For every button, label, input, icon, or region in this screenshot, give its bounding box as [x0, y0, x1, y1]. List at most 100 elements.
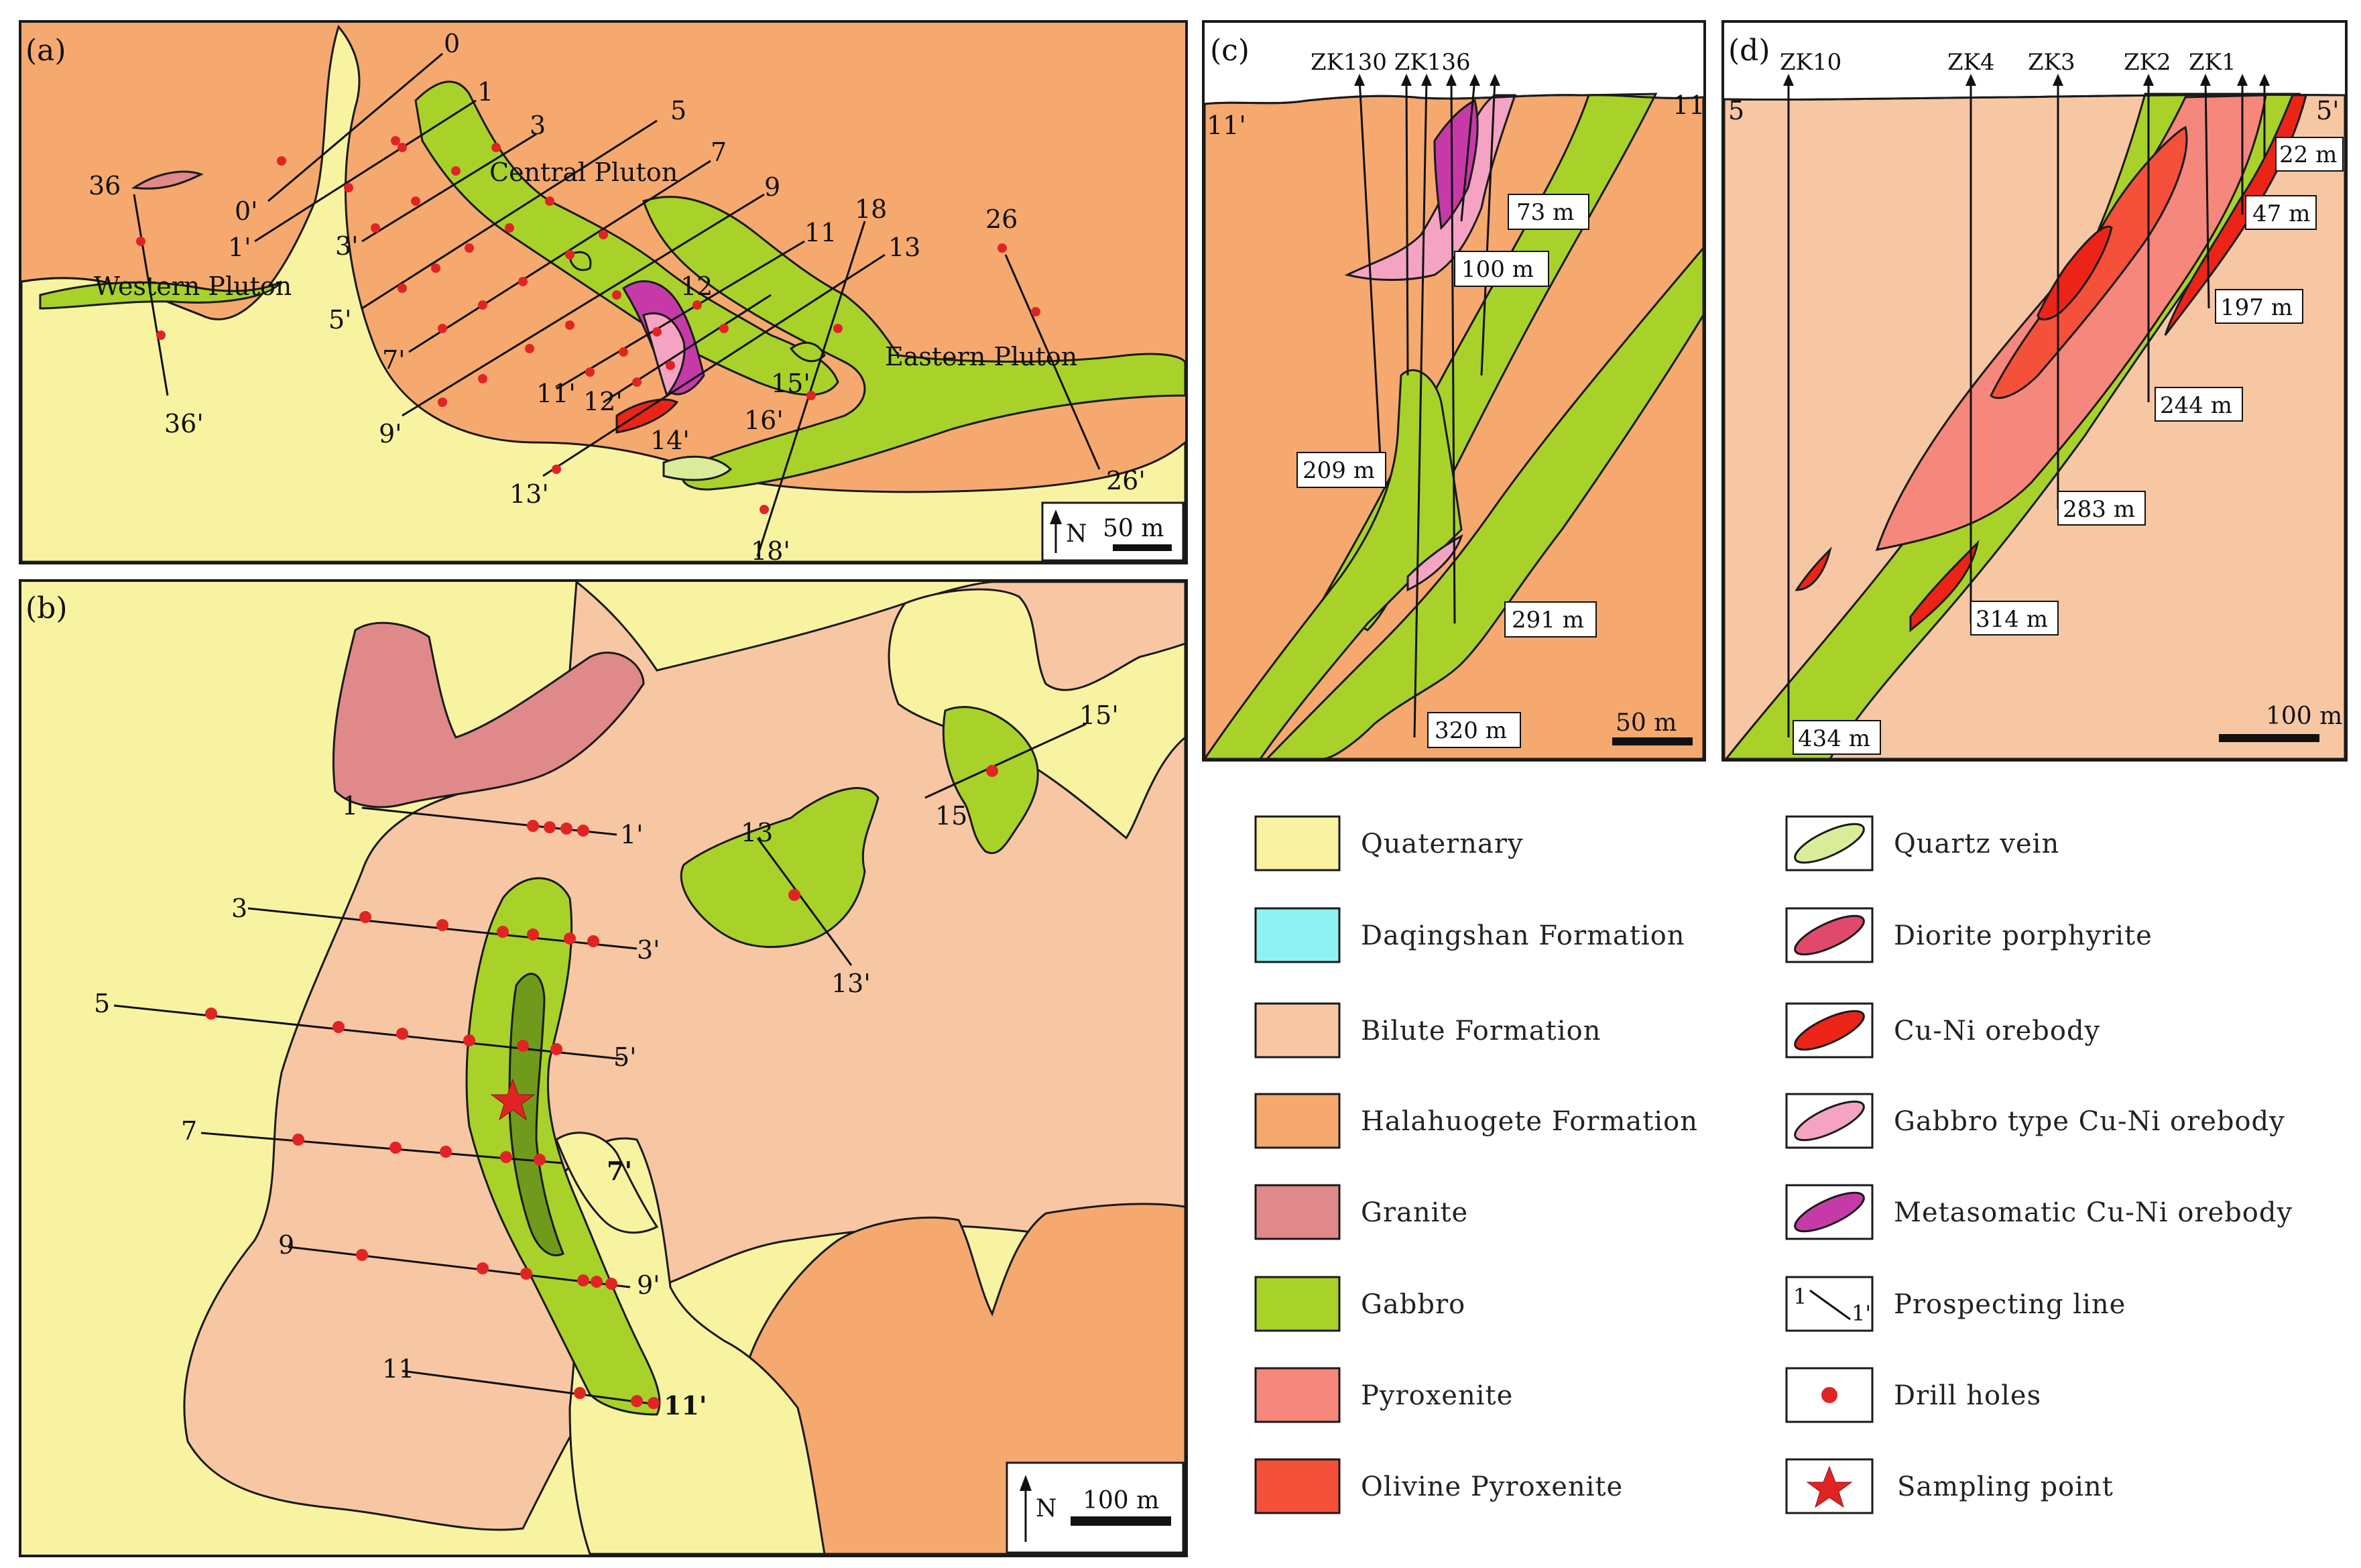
svg-text:7: 7: [711, 137, 727, 167]
legend-swatch-daqingshan: [1254, 907, 1341, 963]
panel-c-drillholes: [1358, 78, 1496, 738]
panel-a-gabbro-lens-1: [789, 341, 826, 363]
panel-b-line-labels: 1 1' 3 3' 5 5' 7 7' 9 9' 11 11' 13 13' 1…: [94, 701, 1119, 1421]
legend-icon-quartz-vein: [1794, 823, 1865, 864]
svg-text:47 m: 47 m: [2252, 200, 2310, 227]
legend-label-granite: Granite: [1361, 1197, 1468, 1228]
panel-a-drill-holes: [136, 136, 1040, 514]
svg-text:7': 7': [382, 345, 406, 375]
panel-d: (d) ZK10 ZK4 ZK3 ZK2 ZK1 5 5' 22 m 47 m …: [1721, 20, 2348, 762]
panel-d-hole-zk3: ZK3: [2028, 49, 2075, 76]
legend-icon-diorite: [1794, 914, 1865, 956]
panel-c-gabbro-3: [1203, 369, 1463, 760]
svg-text:18': 18': [751, 536, 790, 566]
panel-c-hole-arrows: [1354, 74, 1500, 86]
svg-text:314 m: 314 m: [1976, 606, 2048, 633]
svg-text:3: 3: [231, 894, 247, 923]
panel-c-scale: 50 m: [1612, 709, 1693, 745]
legend: Quaternary Daqingshan Formation Bilute F…: [1254, 815, 2293, 1514]
panel-c-holes: ZK130 ZK136: [1311, 49, 1471, 76]
legend-icon-prospecting-start: 1: [1793, 1284, 1807, 1309]
panel-c-scale-label: 50 m: [1616, 709, 1677, 737]
svg-text:3: 3: [530, 111, 546, 140]
panel-a-north-label: N: [1066, 520, 1087, 548]
svg-text:22 m: 22 m: [2279, 141, 2337, 168]
svg-text:11': 11': [536, 379, 576, 408]
panel-a-letter: (a): [25, 34, 66, 68]
svg-text:15: 15: [935, 801, 967, 831]
svg-text:3': 3': [637, 935, 660, 965]
panel-d-hole-zk2: ZK2: [2124, 49, 2171, 76]
panel-b-gabbro-15: [942, 706, 1039, 854]
legend-swatch-olivine-pyroxenite: [1254, 1458, 1341, 1514]
legend-label-cu-ni: Cu-Ni orebody: [1894, 1016, 2100, 1046]
svg-text:26: 26: [985, 204, 1018, 234]
legend-label-quaternary: Quaternary: [1361, 829, 1524, 859]
panel-d-hole-zk1: ZK1: [2189, 49, 2236, 76]
panel-c-letter: (c): [1210, 34, 1250, 68]
svg-text:15': 15': [1079, 701, 1119, 730]
panel-b-north-label: N: [1036, 1495, 1057, 1522]
svg-text:73 m: 73 m: [1516, 199, 1574, 226]
legend-icon-gabbro-type: [1794, 1100, 1865, 1142]
panel-a-scale-label: 50 m: [1103, 515, 1164, 542]
panel-a: (a) Western Pluton Central Pluton Easter…: [19, 20, 1188, 566]
svg-text:244 m: 244 m: [2160, 392, 2232, 419]
svg-text:36': 36': [164, 409, 204, 438]
svg-text:9': 9': [637, 1270, 660, 1300]
panel-a-ore-cu-ni: [615, 398, 679, 434]
svg-text:3': 3': [335, 231, 359, 261]
svg-text:18: 18: [855, 194, 887, 224]
legend-icon-metasomatic: [1794, 1191, 1865, 1233]
legend-label-gabbro: Gabbro: [1361, 1289, 1465, 1320]
svg-text:13': 13': [509, 479, 549, 509]
legend-swatch-quaternary: [1254, 815, 1341, 871]
panel-c-depth-boxes: 73 m 100 m 209 m 291 m 320 m: [1296, 194, 1597, 748]
svg-text:12': 12': [583, 387, 623, 416]
panel-a-western-pluton-label: Western Pluton: [94, 272, 292, 301]
legend-left: Quaternary Daqingshan Formation Bilute F…: [1254, 815, 1697, 1514]
svg-text:9': 9': [379, 419, 402, 448]
panel-a-central-pluton-label: Central Pluton: [489, 158, 678, 187]
svg-text:100 m: 100 m: [1461, 256, 1534, 283]
legend-icon-prospecting-line: [1809, 1289, 1851, 1321]
legend-label-metasomatic: Metasomatic Cu-Ni orebody: [1894, 1197, 2293, 1228]
svg-text:12: 12: [680, 272, 713, 301]
panel-d-hole-zk4: ZK4: [1947, 49, 1995, 76]
panel-a-gabbro-lens-2: [568, 251, 592, 272]
panel-c-end-left: 11': [1207, 111, 1246, 140]
panel-b-granite: [332, 621, 645, 808]
panel-d-scale: 100 m: [2219, 703, 2342, 742]
legend-label-diorite: Diorite porphyrite: [1894, 920, 2153, 951]
panel-d-drillholes: [1787, 78, 2266, 737]
svg-text:9: 9: [764, 172, 780, 202]
panel-b-quaternary-lower: [555, 1137, 826, 1555]
sampling-point-star: [490, 1078, 536, 1121]
svg-text:13: 13: [741, 818, 773, 847]
legend-swatch-halahuogete: [1254, 1093, 1341, 1149]
panel-b-scale-label: 100 m: [1083, 1487, 1159, 1514]
panel-d-depth-boxes: 22 m 47 m 197 m 244 m 283 m 314 m 434 m: [1793, 137, 2344, 755]
svg-text:0: 0: [444, 29, 460, 58]
panel-a-western-gabbro: [39, 280, 283, 310]
panel-d-cu-ni-3: [1795, 546, 1832, 591]
svg-text:5': 5': [328, 305, 352, 335]
legend-label-pyroxenite: Pyroxenite: [1361, 1380, 1513, 1411]
svg-text:16': 16': [744, 406, 784, 435]
legend-swatch-pyroxenite: [1254, 1367, 1341, 1423]
panel-d-cu-ni-2: [1909, 540, 1980, 633]
svg-text:14': 14': [650, 426, 690, 455]
panel-b-north-scale: N 100 m: [1006, 1461, 1185, 1554]
panel-b-drill-holes: [205, 765, 998, 1409]
panel-d-hole-arrows: [1783, 74, 2270, 86]
svg-text:320 m: 320 m: [1435, 717, 1507, 744]
legend-label-drill-holes: Drill holes: [1894, 1380, 2041, 1411]
svg-text:0': 0': [235, 196, 258, 226]
panel-d-olivine-core: [2037, 225, 2113, 321]
svg-text:7: 7: [181, 1116, 197, 1146]
panel-b-quaternary-upper: [888, 588, 1187, 840]
legend-right: Quartz vein Diorite porphyrite Cu-Ni ore…: [1785, 815, 2293, 1514]
svg-text:434 m: 434 m: [1798, 725, 1870, 752]
panel-a-quartz-vein: [662, 455, 733, 481]
